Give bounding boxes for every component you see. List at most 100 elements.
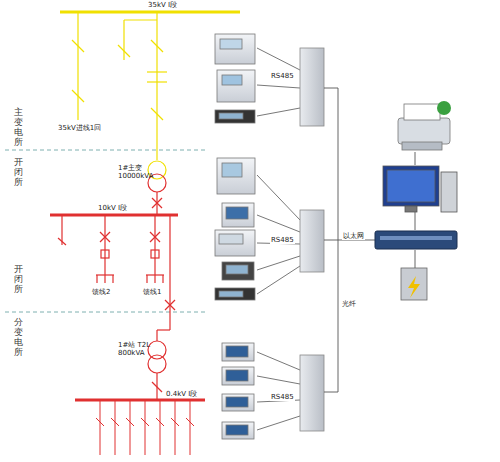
- rs485-wire: [257, 48, 300, 430]
- printer-icon: [437, 101, 451, 115]
- mv-busbar: [75, 399, 205, 402]
- hv-busbar: [124, 19, 157, 20]
- meter-device: [222, 422, 254, 439]
- meter-device: [222, 394, 254, 411]
- mv-busbar: [157, 329, 170, 330]
- lv-feeders: [96, 418, 104, 426]
- ethernet-wire: [415, 152, 416, 165]
- mv-busbar: [152, 198, 162, 208]
- bus-label: 0.4kV I段: [166, 390, 197, 398]
- hv-busbar: [60, 11, 240, 14]
- hv-busbar: [72, 40, 84, 52]
- mv-busbar: [150, 232, 160, 242]
- lv-feeders: [160, 400, 161, 455]
- meter-device: [219, 234, 243, 244]
- mv-busbar: [169, 215, 170, 330]
- hv-busbar: [147, 81, 167, 82]
- region-label: 开闭所: [14, 158, 23, 188]
- mv-busbar: [165, 300, 175, 310]
- region-divider: [5, 150, 205, 151]
- mv-busbar: [58, 238, 66, 245]
- meter-device: [226, 425, 248, 435]
- meter-device: [217, 158, 255, 194]
- hv-busbar: [72, 90, 84, 102]
- bus-label: 35kV I段: [148, 1, 177, 9]
- meter-device: [226, 207, 248, 219]
- bus-label: 10kV I段: [98, 204, 127, 212]
- lv-feeders: [130, 400, 131, 455]
- lv-feeders: [190, 400, 191, 455]
- rs485-wire: [257, 48, 300, 70]
- workstation-icon: [387, 170, 435, 202]
- mv-busbar: [50, 214, 178, 217]
- meter-device: [222, 75, 242, 85]
- mv-busbar: [104, 275, 105, 283]
- hv-busbar: [147, 71, 167, 72]
- rs485-wire: [257, 175, 300, 220]
- meter-device: [222, 203, 254, 227]
- workstation-icon: [441, 172, 457, 212]
- meter-device: [226, 370, 248, 381]
- mv-busbar: [112, 275, 113, 283]
- mv-busbar: [165, 300, 175, 310]
- rs485-wire: [257, 416, 300, 430]
- region-label: 主变电所: [14, 108, 23, 148]
- mv-busbar: [156, 330, 157, 341]
- server-icon: [401, 268, 427, 300]
- meter-device: [215, 34, 255, 64]
- lv-feeders: [145, 400, 146, 455]
- rs485-wire: [257, 215, 300, 232]
- lv-feeders: [156, 418, 164, 426]
- ethernet-wire: [415, 250, 416, 268]
- meter-device: [215, 34, 255, 439]
- comm-manager: [300, 48, 324, 431]
- mv-busbar: [151, 250, 159, 258]
- printer-icon: [402, 142, 442, 150]
- comm-manager: [300, 48, 324, 126]
- region-divider: [5, 150, 205, 312]
- printer-icon: [398, 101, 451, 150]
- hv-busbar: [77, 12, 78, 120]
- meter-device: [222, 343, 254, 361]
- lv-feeders: [171, 418, 179, 426]
- server-icon: [401, 268, 427, 300]
- ethernet-switch: [375, 231, 457, 249]
- meter-device: [215, 110, 255, 123]
- mv-busbar: [154, 215, 155, 275]
- lv-feeders: [186, 418, 194, 426]
- comm-manager: [300, 210, 324, 272]
- mv-busbar: [148, 341, 166, 359]
- hv-busbar: [60, 12, 240, 179]
- meter-device: [222, 262, 254, 280]
- region-label: 开闭所: [14, 265, 23, 295]
- rs485-wire: [257, 376, 300, 384]
- mv-busbar: [50, 174, 205, 400]
- mv-busbar: [152, 198, 162, 208]
- meter-device: [219, 291, 243, 297]
- hv-busbar: [118, 45, 130, 57]
- server-icon: [408, 276, 420, 298]
- lv-feeders: [126, 418, 134, 426]
- transformer-label: 1#站 T2L 800kVA: [118, 341, 154, 357]
- rs485-wire: [257, 256, 300, 270]
- lv-feeders: [141, 418, 149, 426]
- incoming-label: 35kV进线1回: [58, 124, 101, 132]
- workstation-icon: [405, 206, 417, 212]
- lv-feeders: [175, 400, 176, 455]
- region-label: 分变电所: [14, 318, 23, 358]
- meter-device: [220, 39, 242, 49]
- workstation-icon: [383, 166, 439, 206]
- meter-device: [217, 70, 255, 102]
- lv-feeders: [96, 400, 194, 455]
- protocol-label: RS485: [270, 72, 295, 80]
- printer-icon: [398, 118, 450, 144]
- region-divider: [5, 312, 205, 313]
- network-label: 以太网: [342, 232, 365, 240]
- hv-busbar: [156, 12, 157, 160]
- ethernet-switch: [380, 236, 452, 240]
- mv-busbar: [148, 355, 166, 373]
- feeder-label: 馈线1: [143, 288, 161, 296]
